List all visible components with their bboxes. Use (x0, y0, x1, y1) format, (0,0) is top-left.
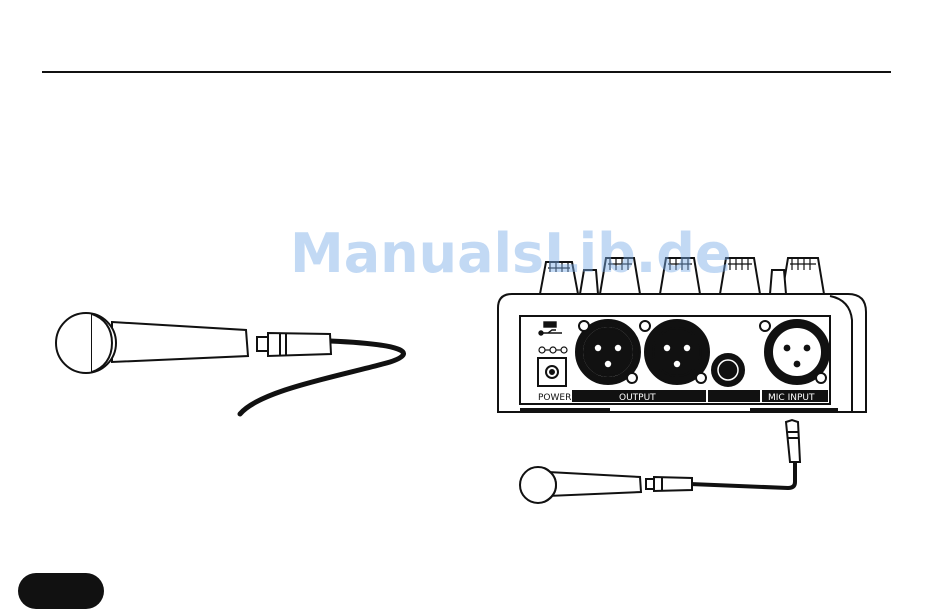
output-label: OUTPUT (619, 393, 656, 403)
page-number-tab (18, 573, 104, 609)
power-jack (538, 358, 566, 386)
mic-input-label: MIC INPUT (768, 393, 815, 403)
xlr-output-1 (576, 320, 640, 384)
device-rear-panel: POWER OUTPUT MIC INPUT (498, 258, 866, 412)
device-knobs (540, 258, 824, 294)
power-label: POWER (538, 393, 571, 403)
microphone-large (56, 313, 404, 414)
microphone-small (520, 420, 800, 503)
microphone-small-cable (690, 460, 795, 488)
quarter-inch-jack (712, 354, 744, 386)
